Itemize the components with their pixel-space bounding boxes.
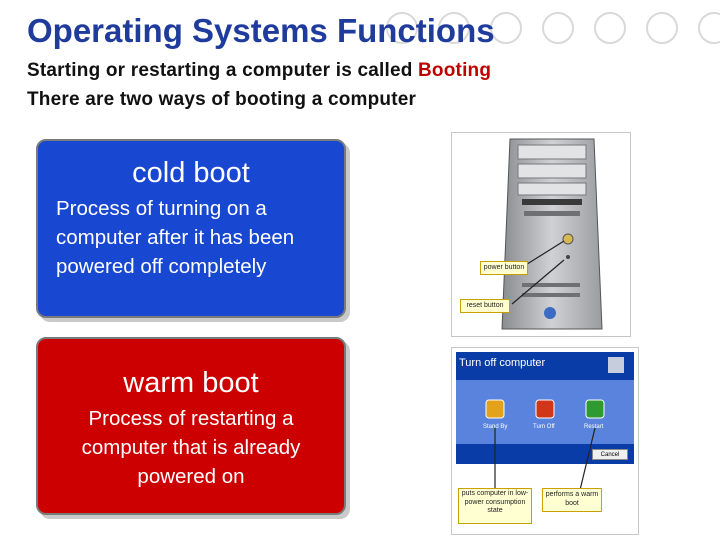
cancel-button: Cancel bbox=[592, 449, 628, 460]
turn-off-dialog-figure: Turn off computer Stand By Turn Off Rest… bbox=[451, 347, 639, 535]
cold-boot-card: cold boot Process of turning on a comput… bbox=[36, 139, 346, 318]
intro-line-1: Starting or restarting a computer is cal… bbox=[27, 60, 491, 82]
stand-by-label: Stand By bbox=[483, 424, 508, 430]
decorative-rings bbox=[386, 12, 720, 44]
reset-button-callout: reset button bbox=[460, 299, 510, 313]
warm-boot-description: Process of restarting a computer that is… bbox=[81, 407, 301, 488]
slide-title: Operating Systems Functions bbox=[27, 12, 495, 49]
cold-boot-description: Process of turning on a computer after i… bbox=[56, 197, 295, 278]
restart-label: Restart bbox=[584, 424, 604, 430]
dialog-title: Turn off computer bbox=[459, 357, 546, 369]
turn-off-dialog-illustration bbox=[456, 352, 634, 491]
computer-case-figure: power button reset button bbox=[451, 132, 631, 337]
power-button-callout: power button bbox=[480, 261, 528, 275]
standby-callout: puts computer in low-power consumption s… bbox=[458, 488, 532, 524]
cold-boot-title: cold boot bbox=[132, 157, 250, 189]
computer-case-illustration bbox=[501, 138, 603, 330]
booting-term: Booting bbox=[418, 60, 492, 81]
warm-boot-title: warm boot bbox=[123, 367, 259, 399]
warm-boot-card: warm boot Process of restarting a comput… bbox=[36, 337, 346, 515]
intro-text: Starting or restarting a computer is cal… bbox=[27, 60, 419, 81]
turn-off-label: Turn Off bbox=[533, 424, 555, 430]
intro-line-2: There are two ways of booting a computer bbox=[27, 89, 417, 110]
restart-callout: performs a warm boot bbox=[542, 488, 602, 512]
